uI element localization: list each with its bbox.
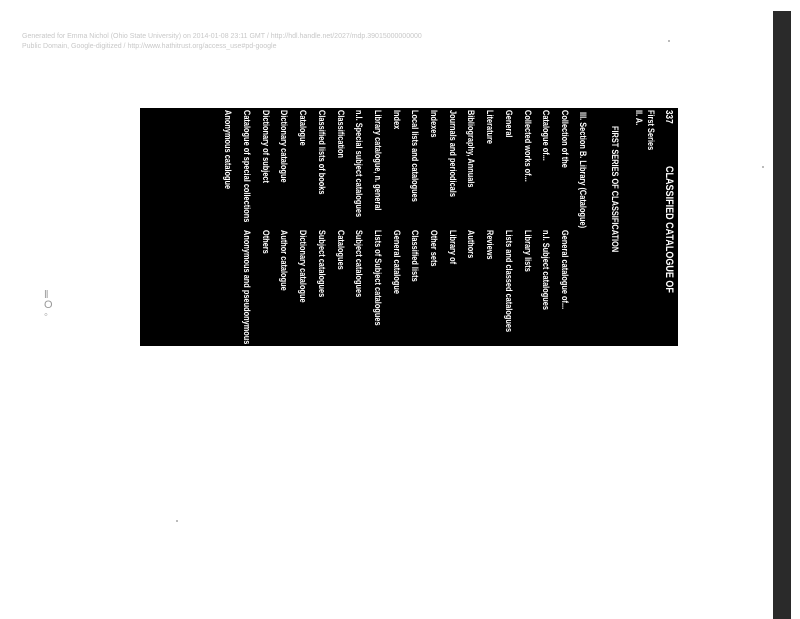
catalogue-entry: Journals and periodicals [447, 110, 458, 197]
catalogue-entry: Local lists and catalogues [410, 110, 421, 202]
margin-note-1: First Series [646, 110, 656, 151]
catalogue-entry: Classification [335, 110, 346, 158]
page-number: 337 [663, 110, 674, 124]
scan-header-line-2: Public Domain, Google-digitized / http:/… [22, 43, 277, 50]
catalogue-entry: Collected works of... [522, 110, 533, 182]
catalogue-entry: Classified lists [410, 230, 421, 282]
catalogue-entry: Dictionary catalogue [298, 230, 309, 303]
section-title: III. Section B. Library (Catalogue) [578, 112, 588, 229]
catalogue-entry: n.l. Special subject catalogues [354, 110, 365, 218]
catalogue-entry: Collection of the [560, 110, 570, 168]
margin-note-2: II. A. [634, 110, 644, 126]
margin-marks: ‖ O ◦ [44, 289, 53, 321]
margin-mark-3: ◦ [44, 309, 48, 321]
page-subheading: FIRST SERIES OF CLASSIFICATION [610, 126, 620, 253]
inverted-page-scan: CLASSIFIED CATALOGUE OF 337 First Series… [140, 108, 678, 346]
catalogue-entry: Author catalogue [279, 230, 290, 291]
scan-header: Generated for Emma Nichol (Ohio State Un… [22, 32, 662, 52]
scan-header-line-1: Generated for Emma Nichol (Ohio State Un… [22, 33, 422, 40]
catalogue-entry: Others [260, 230, 271, 254]
catalogue-entry: Catalogue of special collections [242, 110, 253, 223]
catalogue-entry: Reviews [485, 230, 496, 260]
catalogue-entry: Dictionary catalogue [279, 110, 290, 183]
catalogue-entry: Literature [485, 110, 496, 145]
catalogue-entry: General catalogue of... [560, 230, 570, 310]
catalogue-entry: n.l. Subject catalogues [541, 230, 552, 310]
catalogue-entry: Catalogue of... [541, 110, 552, 161]
catalogue-entry: General [503, 110, 514, 138]
catalogue-entry: Authors [466, 230, 477, 259]
catalogue-entry: Lists of Subject catalogues [373, 230, 383, 326]
catalogue-entry: Subject catalogues [316, 230, 327, 298]
rotated-page-content: CLASSIFIED CATALOGUE OF 337 First Series… [140, 108, 678, 346]
scan-edge-bar [773, 11, 791, 619]
catalogue-entry: Catalogues [335, 230, 346, 270]
catalogue-entry: Library catalogue, n. general [373, 110, 383, 211]
catalogue-entry: Indexes [429, 110, 440, 138]
catalogue-entry: General catalogue [391, 230, 402, 294]
catalogue-entry: Anonymous catalogue [223, 110, 234, 190]
speck [176, 520, 178, 522]
catalogue-entry: Library of [447, 230, 458, 265]
speck [668, 40, 670, 42]
catalogue-entry: Subject catalogues [354, 230, 365, 298]
page-heading: CLASSIFIED CATALOGUE OF [663, 166, 675, 293]
catalogue-entry: Classified lists of books [316, 110, 327, 195]
catalogue-entry: Library lists [522, 230, 533, 272]
margin-mark-2: O [44, 299, 53, 311]
catalogue-entry: Dictionary of subject [260, 110, 271, 183]
catalogue-entry: Lists and classed catalogues [503, 230, 514, 333]
speck [762, 166, 764, 168]
margin-mark-1: ‖ [44, 289, 49, 301]
catalogue-entry: Bibliography, Annuals [466, 110, 477, 188]
catalogue-entry: Other sets [429, 230, 440, 267]
catalogue-entry: Catalogue [298, 110, 309, 146]
catalogue-entry: Anonymous and pseudonymous [242, 230, 253, 345]
catalogue-entry: Index [391, 110, 402, 130]
